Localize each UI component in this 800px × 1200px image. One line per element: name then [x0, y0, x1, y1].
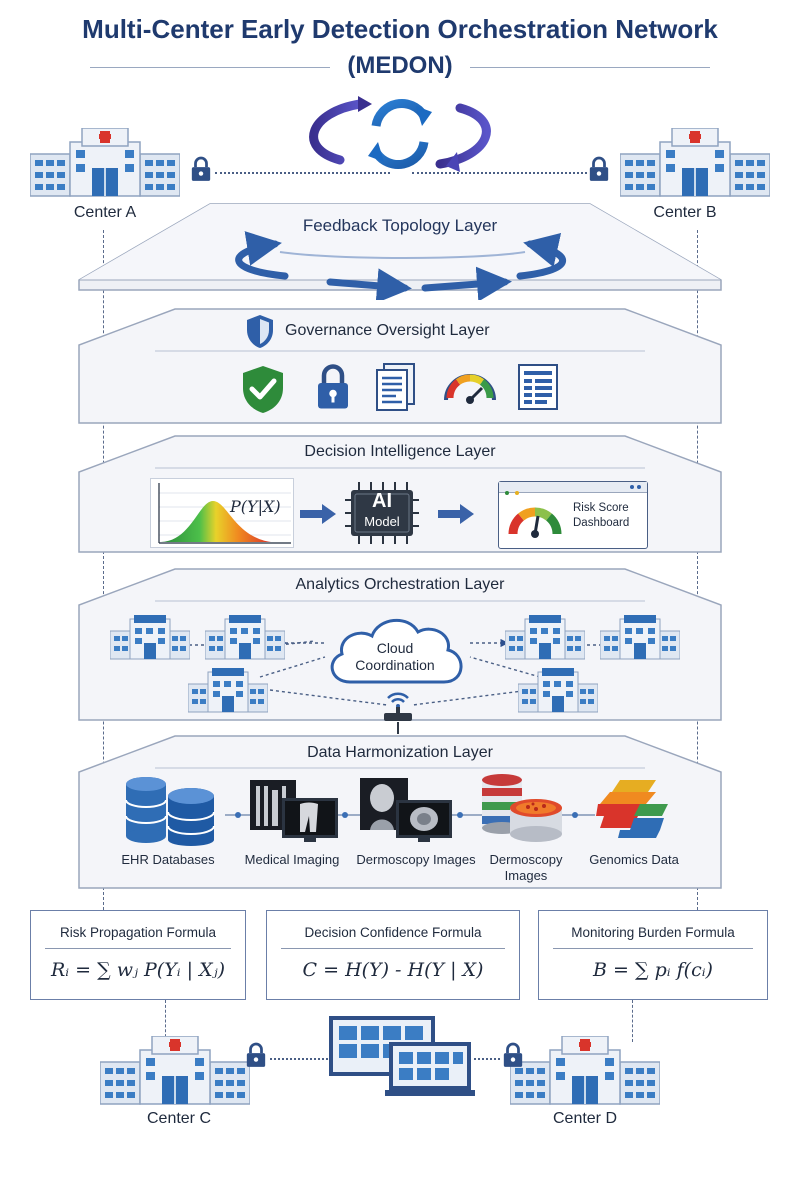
site-hospital-icon	[505, 615, 585, 661]
lock-center-c-icon	[245, 1042, 267, 1068]
link-center-b	[412, 172, 587, 174]
center-d-label: Center D	[552, 1110, 618, 1127]
dashboard-label-line1: Risk Score	[573, 502, 629, 514]
decision-layer-title: Decision Intelligence Layer	[304, 443, 496, 460]
gauge-icon	[444, 374, 496, 404]
title-rule-right	[470, 67, 710, 68]
hospital-center-c-icon	[100, 1036, 250, 1106]
lock-icon	[318, 364, 348, 409]
formula-box-risk: Risk Propagation Formula Rᵢ = ∑ wⱼ P(Yᵢ …	[30, 910, 246, 1000]
formula-text-monitoring: B = ∑ pᵢ f(cᵢ)	[593, 959, 713, 981]
genomics-icon	[596, 780, 668, 838]
guide-right	[697, 230, 698, 910]
arrow-right-icon	[300, 504, 336, 524]
medical-imaging-icon	[250, 780, 338, 842]
shield-icon	[247, 315, 273, 348]
hospital-center-d-icon	[510, 1036, 660, 1106]
risk-gauge-icon	[508, 507, 562, 538]
center-b-label: Center B	[653, 204, 717, 221]
site-hospital-icon	[600, 615, 680, 661]
lock-center-a-icon	[190, 156, 212, 182]
arrow-right-icon	[438, 504, 474, 524]
connector-center-d	[632, 1000, 633, 1042]
analytics-layer-title: Analytics Orchestration Layer	[295, 576, 505, 593]
cycle-icon	[309, 96, 491, 172]
center-a-label: Center A	[73, 204, 137, 221]
harmonization-label-dermoscopy: Dermoscopy Images	[356, 852, 476, 867]
report-icon	[518, 364, 558, 410]
formula-box-monitoring: Monitoring Burden Formula B = ∑ pᵢ f(cᵢ)	[538, 910, 768, 1000]
database-icon	[125, 777, 215, 846]
link-center-d	[474, 1058, 500, 1060]
distribution-chart	[150, 478, 294, 548]
governance-layer-title: Governance Oversight Layer	[285, 322, 490, 339]
formula-rule	[281, 948, 505, 949]
dermoscopy-monitor-icon	[360, 778, 452, 842]
monitoring-screens-icon	[329, 1016, 475, 1096]
site-hospital-icon	[518, 668, 598, 714]
risk-score-dashboard: Risk Score Dashboard	[498, 481, 648, 549]
lock-center-d-icon	[502, 1042, 524, 1068]
formula-title-risk: Risk Propagation Formula	[59, 925, 217, 940]
harmonization-label-medical-imaging: Medical Imaging	[244, 852, 340, 867]
connector-center-c	[165, 1000, 166, 1042]
harmonization-label-genomics: Genomics Data	[589, 852, 679, 867]
formula-text-confidence: C = H(Y) - H(Y | X)	[302, 959, 484, 981]
center-c-label: Center C	[146, 1110, 212, 1127]
harmonization-layer-title: Data Harmonization Layer	[307, 744, 493, 761]
router-connector	[397, 722, 399, 734]
probability-label: P(Y|X)	[230, 497, 281, 516]
ai-label: AI	[372, 490, 392, 512]
dashboard-titlebar	[499, 482, 647, 495]
formula-title-monitoring: Monitoring Burden Formula	[571, 925, 735, 940]
dermoscopy-sample-icon	[482, 774, 562, 842]
link-center-c	[270, 1058, 328, 1060]
hospital-center-b-icon	[620, 128, 770, 198]
feedback-layer-title: Feedback Topology Layer	[302, 216, 498, 235]
site-hospital-icon	[205, 615, 285, 661]
distribution-curve-icon	[158, 483, 291, 544]
formula-rule	[553, 948, 753, 949]
site-hospital-icon	[110, 615, 190, 661]
formula-rule	[45, 948, 231, 949]
harmonization-label-ehr: EHR Databases	[121, 852, 215, 867]
harmonization-label-dermoscopy-samples: Dermoscopy Images	[489, 852, 563, 883]
wifi-router-icon	[384, 692, 412, 721]
title-rule-left	[90, 67, 330, 68]
dashboard-label-line2: Dashboard	[573, 517, 630, 529]
shield-check-icon	[243, 366, 283, 413]
document-icon	[376, 363, 415, 411]
hospital-center-a-icon	[30, 128, 180, 198]
formula-text-risk: Rᵢ = ∑ wⱼ P(Yᵢ | Xⱼ)	[50, 959, 226, 981]
cloud-label-line1: Cloud	[376, 640, 414, 656]
cloud-icon	[330, 618, 463, 684]
model-label: Model	[364, 514, 400, 529]
formula-title-confidence: Decision Confidence Formula	[304, 925, 482, 940]
lock-center-b-icon	[588, 156, 610, 182]
ai-chip-icon	[345, 482, 419, 544]
site-hospital-icon	[188, 668, 268, 714]
page-subtitle: (MEDON)	[347, 52, 453, 79]
guide-left	[103, 230, 104, 910]
feedback-layer-panel	[78, 203, 722, 300]
formula-box-confidence: Decision Confidence Formula C = H(Y) - H…	[266, 910, 520, 1000]
link-center-a	[215, 172, 390, 174]
page-title: Multi-Center Early Detection Orchestrati…	[82, 14, 718, 44]
cloud-label-line2: Coordination	[355, 657, 435, 673]
